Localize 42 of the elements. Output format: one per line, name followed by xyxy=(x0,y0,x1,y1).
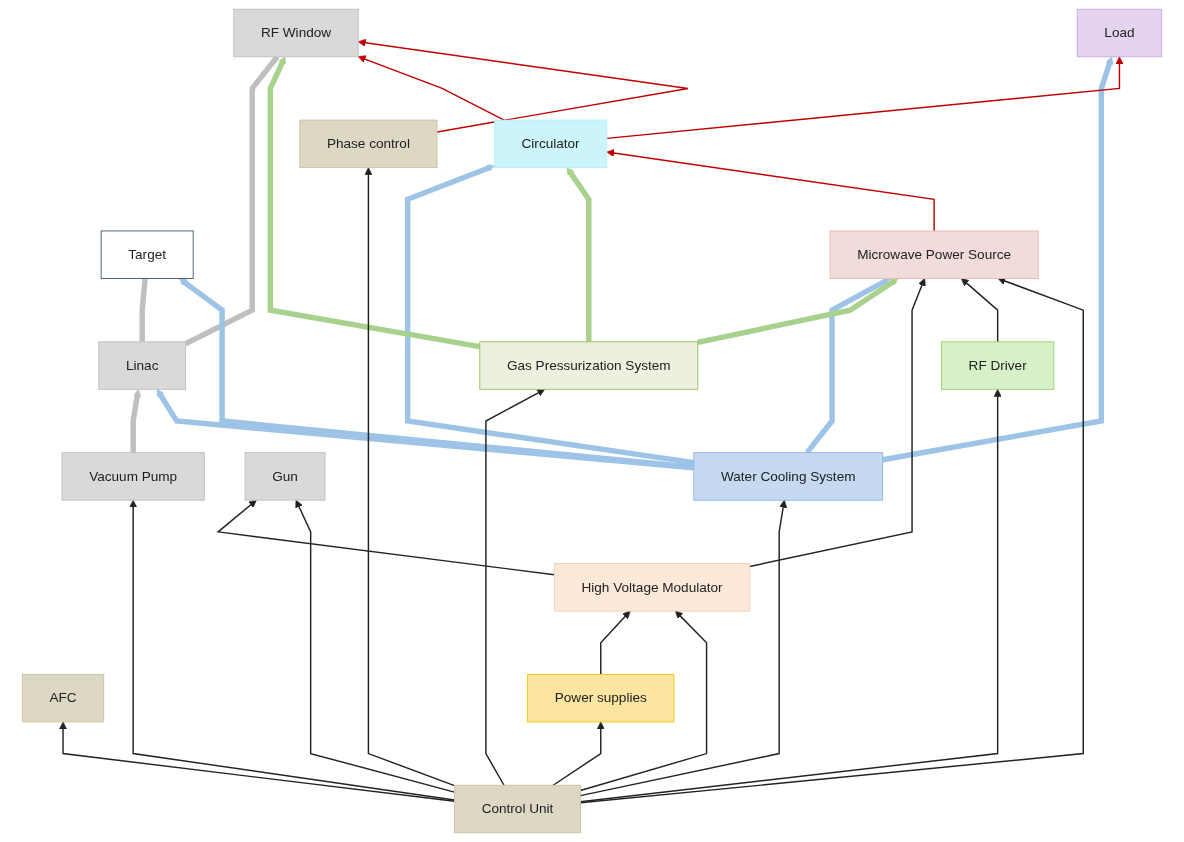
arrow xyxy=(552,721,605,786)
node-box: Phase control xyxy=(299,119,438,169)
connector xyxy=(139,278,148,342)
arrow xyxy=(697,278,899,346)
node-box: Load xyxy=(1076,8,1163,58)
arrow xyxy=(600,610,631,676)
node-box: Gun xyxy=(244,452,326,501)
node-box: Control Unit xyxy=(454,784,581,834)
arrow xyxy=(485,388,546,786)
node-box: RF Driver xyxy=(941,341,1055,390)
arrow xyxy=(579,388,1002,803)
node-box: Circulator xyxy=(493,119,608,169)
node-box: Target xyxy=(100,230,194,279)
node-box: High Voltage Modulator xyxy=(553,563,751,612)
node-box: Linac xyxy=(98,341,187,390)
arrow xyxy=(404,164,695,466)
arrow xyxy=(357,38,689,133)
arrow xyxy=(216,499,556,576)
arrow xyxy=(961,278,999,343)
arrow xyxy=(357,55,505,121)
arrow xyxy=(882,56,1114,463)
arrow xyxy=(606,56,1124,140)
node-box: Water Cooling System xyxy=(693,452,884,501)
arrow xyxy=(566,167,592,342)
node-box: Microwave Power Source xyxy=(829,230,1039,279)
arrow xyxy=(130,388,142,453)
node-box: Vacuum Pump xyxy=(61,452,205,501)
arrow xyxy=(267,56,481,350)
node-box: Power supplies xyxy=(527,673,675,723)
arrow xyxy=(59,721,456,803)
arrow xyxy=(749,278,926,568)
node-box: AFC xyxy=(21,673,105,723)
connector xyxy=(184,55,280,347)
arrow xyxy=(295,499,456,793)
arrow xyxy=(579,277,1084,804)
arrow xyxy=(606,149,935,232)
arrow xyxy=(579,610,708,792)
arrow xyxy=(364,167,456,787)
arrow xyxy=(579,499,788,797)
node-box: Gas Pressurization System xyxy=(479,341,699,390)
arrow xyxy=(129,499,456,801)
node-box: RF Window xyxy=(233,8,359,58)
